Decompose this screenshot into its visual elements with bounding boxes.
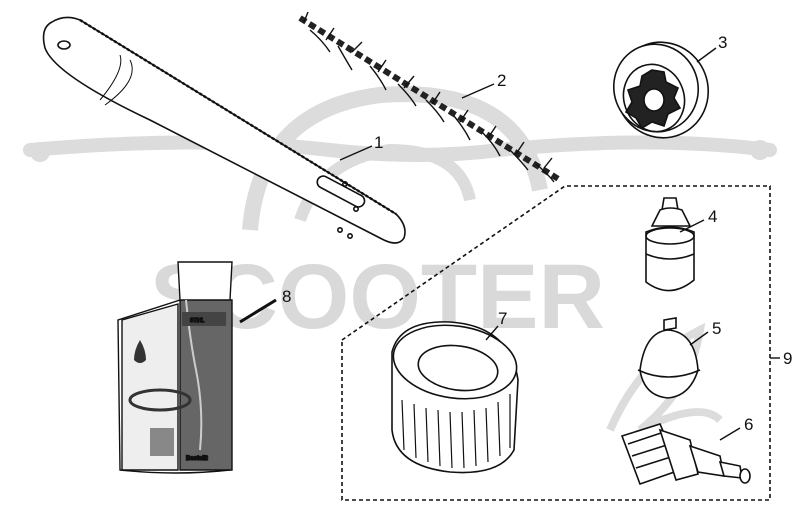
label-1: 1 [374,133,383,152]
air-filter [391,321,519,474]
part-labels: 1 2 3 4 5 6 7 8 9 [282,33,792,434]
label-3: 3 [718,33,727,52]
guide-bar [42,16,406,244]
spark-plug [620,423,751,486]
primer-bulb [637,317,701,399]
oil-box-small-text: Bestellt [186,456,208,462]
label-2: 2 [497,71,506,90]
label-5: 5 [712,319,721,338]
label-9: 9 [783,349,792,368]
label-4: 4 [708,207,717,226]
leader-lines [239,47,780,441]
sprocket [612,41,710,139]
oil-box-brand: STIHL [190,318,204,324]
fuel-filter [645,197,695,292]
label-7: 7 [498,309,507,328]
oil-box: STIHL Bestellt [117,261,233,474]
kit-box [341,185,771,501]
saw-chain [298,11,562,183]
label-8: 8 [282,287,291,306]
label-6: 6 [744,415,753,434]
